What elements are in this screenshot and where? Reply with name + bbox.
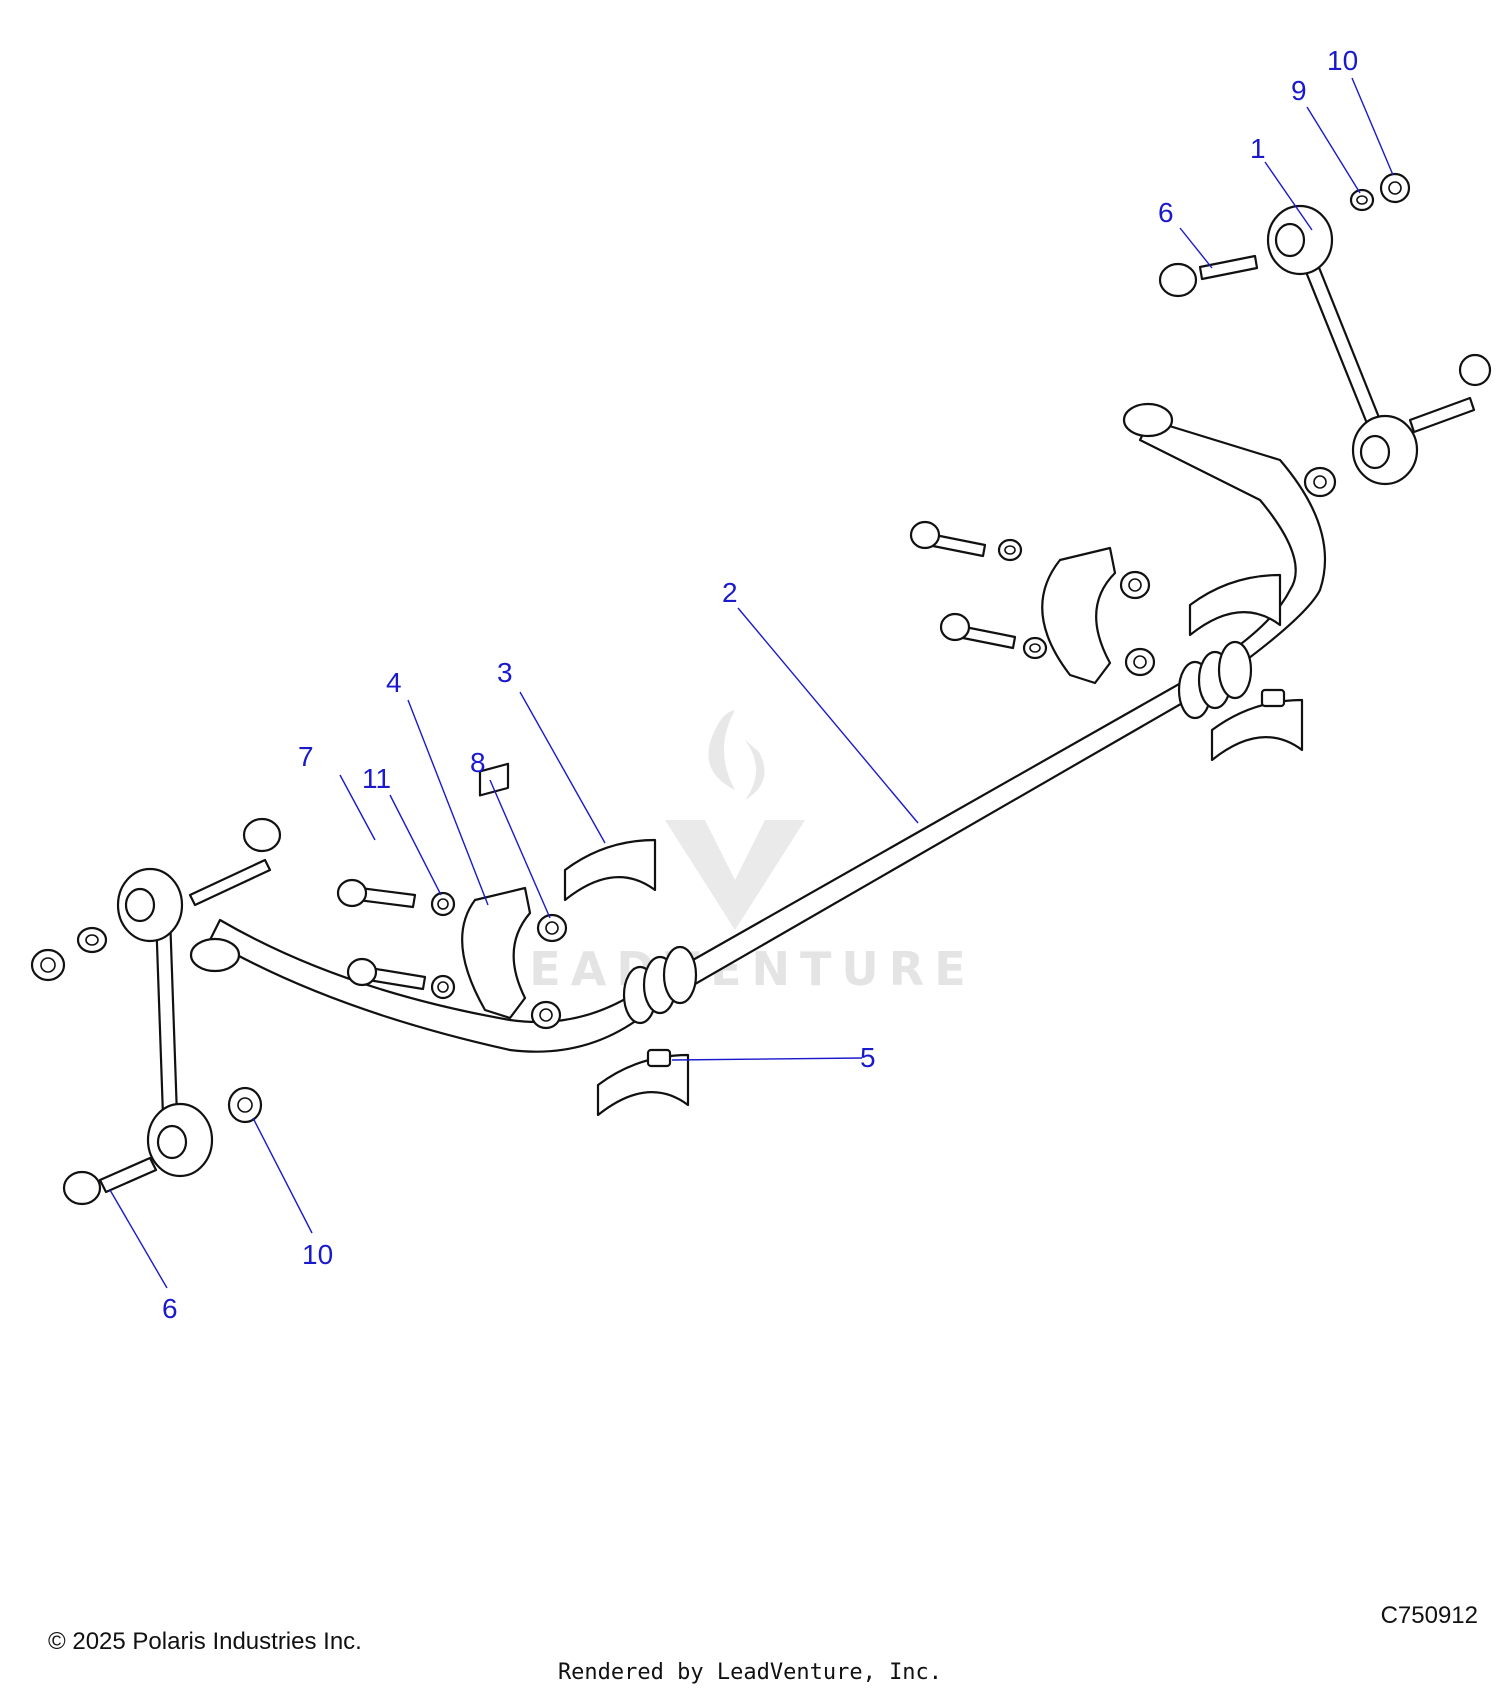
callout-labels: 1 2 3 4 5 6 7 8 9 10 11 6 10 (162, 45, 1358, 1324)
callout-9: 9 (1291, 75, 1307, 106)
callout-1: 1 (1250, 133, 1266, 164)
copyright-text: © 2025 Polaris Industries Inc. (48, 1628, 362, 1655)
rendered-by-text: Rendered by LeadVenture, Inc. (557, 1660, 943, 1685)
sway-bar-link-left (116, 867, 214, 1178)
callout-2: 2 (722, 577, 738, 608)
callout-7: 7 (298, 741, 314, 772)
callout-8: 8 (470, 747, 486, 778)
sway-bar-link-right (1266, 204, 1419, 486)
sway-bar (189, 402, 1327, 1053)
callout-10-top: 10 (1327, 45, 1358, 76)
callout-3: 3 (497, 657, 513, 688)
leader-lines (109, 77, 1394, 1289)
bar-bushing-right (1177, 640, 1253, 720)
callout-4: 4 (386, 667, 402, 698)
leadventure-logo-icon (665, 710, 805, 930)
nuts-washers (30, 172, 1411, 1124)
bar-bushing-left (622, 945, 698, 1025)
callout-6-bottom: 6 (162, 1293, 178, 1324)
callout-11: 11 (362, 763, 391, 794)
callout-10-bottom: 10 (302, 1239, 333, 1270)
bolts (62, 254, 1492, 1206)
callout-5: 5 (860, 1042, 876, 1073)
grease-fittings (646, 688, 1286, 1068)
diagram-code: C750912 (1380, 1602, 1478, 1629)
bushing-clamps (461, 546, 1117, 1020)
callout-6-top: 6 (1158, 197, 1174, 228)
bushings (563, 573, 1304, 1117)
